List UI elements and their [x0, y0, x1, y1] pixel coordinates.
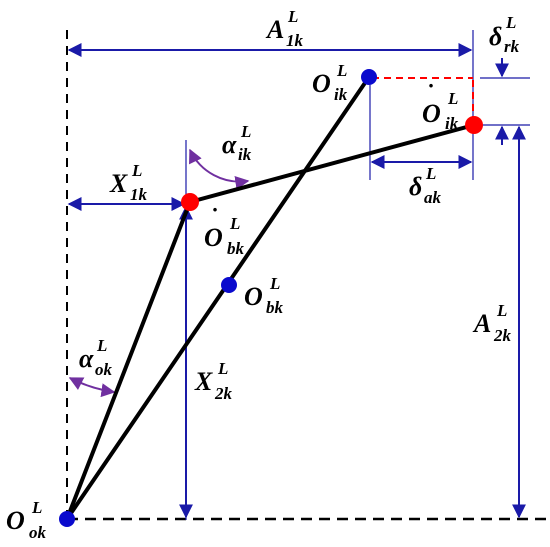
svg-text:L: L — [287, 7, 298, 26]
joint-Obk — [221, 277, 237, 293]
joint-Obk-dot — [181, 193, 199, 211]
svg-text:ak: ak — [424, 188, 442, 207]
joint-Oik-dot — [465, 116, 483, 134]
svg-text:L: L — [269, 274, 280, 293]
svg-text:ik: ik — [334, 85, 348, 104]
svg-text:L: L — [229, 214, 240, 233]
svg-text:ok: ok — [29, 523, 47, 542]
svg-text:A: A — [472, 309, 491, 338]
label-A2k: A L 2k — [472, 301, 512, 345]
svg-text:ok: ok — [95, 360, 113, 379]
svg-text:1k: 1k — [130, 185, 148, 204]
links — [65, 75, 476, 521]
svg-text:α: α — [222, 130, 237, 159]
label-Oik: O L ik — [312, 61, 348, 104]
svg-text:L: L — [131, 161, 142, 180]
svg-text:L: L — [505, 13, 516, 32]
label-Obk: O L bk — [244, 274, 284, 317]
svg-text:L: L — [336, 61, 347, 80]
angle-alpha-ik-arc — [189, 148, 250, 190]
svg-text:δ: δ — [489, 22, 502, 51]
svg-text:X: X — [109, 169, 128, 198]
svg-text:ik: ik — [238, 145, 252, 164]
label-X1k: X L 1k — [109, 161, 148, 204]
svg-text:bk: bk — [266, 298, 284, 317]
link-obk-dot-to-oik-dot — [188, 123, 476, 204]
svg-text:L: L — [496, 301, 507, 320]
label-deltaak: δ L ak — [409, 164, 442, 207]
label-Ook: O L ok — [6, 498, 47, 542]
svg-text:1k: 1k — [286, 31, 304, 50]
svg-text:ik: ik — [445, 114, 459, 133]
angle-alpha-ok-arc — [68, 377, 116, 398]
label-A1k: A L 1k — [265, 7, 304, 50]
svg-text:O: O — [422, 99, 441, 128]
link-ook-to-oik — [65, 75, 371, 521]
svg-text:O: O — [312, 69, 331, 98]
svg-text:A: A — [265, 15, 284, 44]
label-alphaik: α L ik — [222, 122, 252, 164]
svg-text:L: L — [240, 122, 251, 141]
svg-text:δ: δ — [409, 172, 422, 201]
svg-text:rk: rk — [504, 37, 520, 56]
svg-text:2k: 2k — [493, 326, 512, 345]
svg-text:L: L — [425, 164, 436, 183]
svg-text:α: α — [79, 344, 94, 373]
svg-text:2k: 2k — [214, 384, 233, 403]
svg-text:L: L — [447, 89, 458, 108]
label-deltark: δ L rk — [489, 13, 520, 56]
label-X2k: X L 2k — [194, 359, 233, 403]
svg-text:L: L — [96, 336, 107, 355]
label-Obk-dot: ˙ O L bk — [204, 205, 245, 258]
label-alphaok: α L ok — [79, 336, 113, 379]
svg-text:˙: ˙ — [211, 205, 219, 231]
svg-text:L: L — [217, 359, 228, 378]
svg-text:O: O — [244, 282, 263, 311]
link-ook-to-obk-dot — [65, 200, 192, 521]
svg-text:X: X — [194, 367, 213, 396]
label-Oik-dot: ˙ O L ik — [422, 81, 459, 133]
joint-Oik — [361, 69, 377, 85]
svg-text:bk: bk — [227, 239, 245, 258]
svg-text:O: O — [204, 223, 223, 252]
svg-text:L: L — [31, 498, 42, 517]
svg-text:˙: ˙ — [427, 81, 435, 107]
extension-lines — [185, 30, 530, 520]
svg-text:O: O — [6, 506, 25, 535]
joint-Ook — [59, 511, 75, 527]
